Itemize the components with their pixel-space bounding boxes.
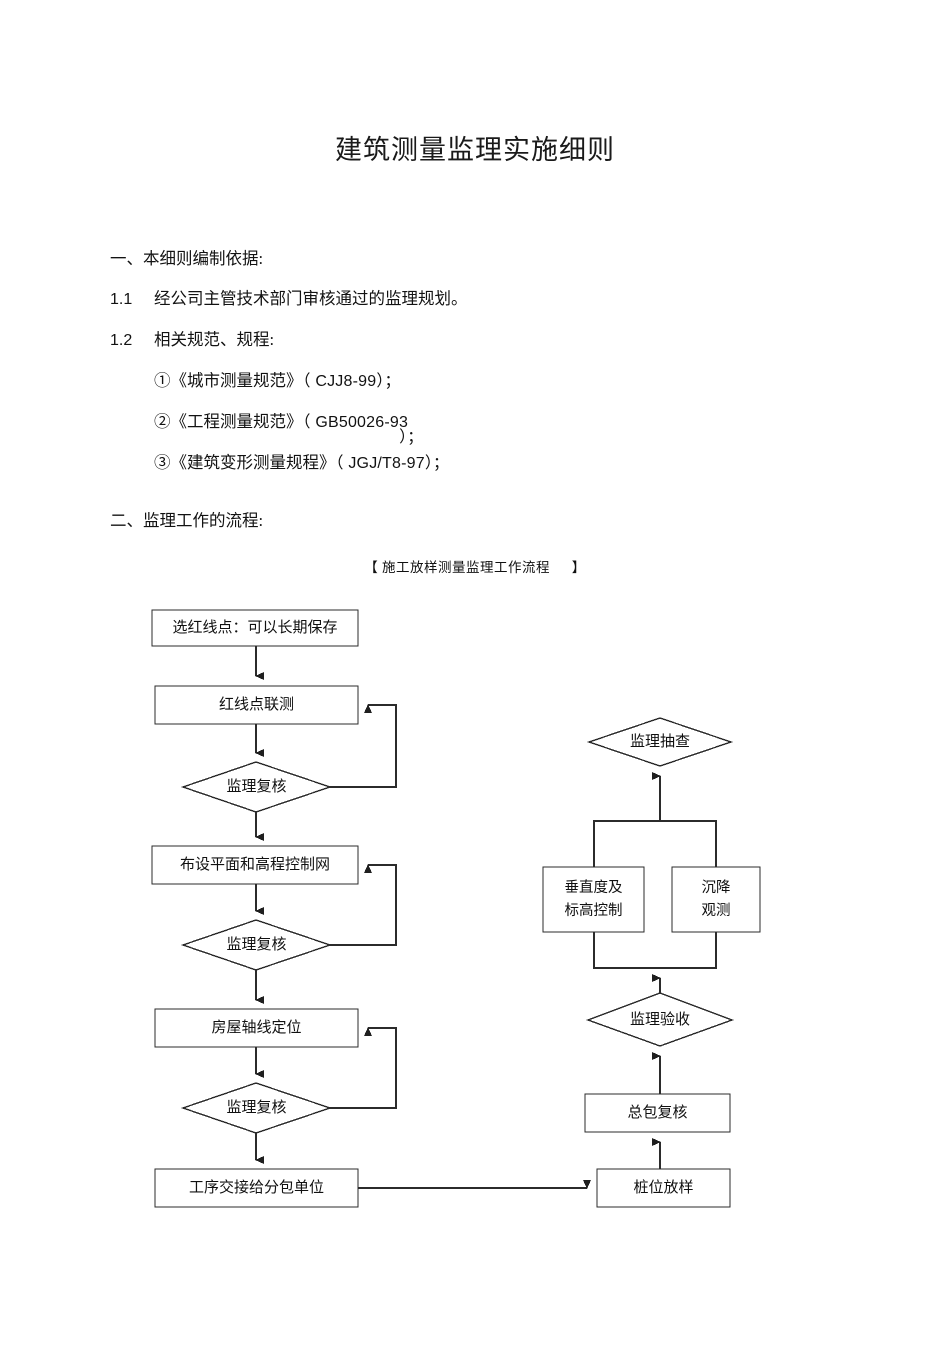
branch-bracket-upper	[593, 820, 717, 867]
standard-item-2: ②《工程测量规范》（ GB50026-93）；	[110, 411, 870, 446]
clause-1-2-number: 1.2	[110, 332, 133, 349]
standard-item-3: ③《建筑变形测量规程》（ JGJ/T8-97）；	[110, 452, 870, 475]
standard-item-1-code: （ CJJ8-99）；	[302, 373, 401, 390]
node-label-supervision-spot-check: 监理抽查	[629, 733, 690, 750]
node-label-pile-position-setting-out: 桩位放样	[633, 1179, 694, 1196]
standard-item-2-marker: ②	[154, 412, 171, 431]
clause-1-1-number: 1.1	[110, 291, 133, 308]
node-label-layout-control-network: 布设平面和高程控制网	[179, 856, 330, 873]
section-heading-one: 一、本细则编制依据:	[110, 248, 870, 270]
clause-1-1: 1.1 经公司主管技术部门审核通过的监理规划。	[110, 288, 870, 311]
node-label-verticality-line1: 垂直度及	[564, 879, 623, 896]
clause-1-2-text: 相关规范、规程:	[154, 330, 275, 349]
standard-item-1: ①《城市测量规范》（ CJJ8-99）；	[110, 370, 870, 393]
standard-item-1-marker: ①	[154, 371, 171, 390]
clause-1-2: 1.2 相关规范、规程:	[110, 329, 870, 352]
node-label-settlement-line1: 沉降	[701, 879, 731, 896]
branch-bracket-lower	[593, 932, 717, 969]
node-label-settlement-line2: 观测	[701, 902, 731, 919]
node-label-verticality-line2: 标高控制	[564, 902, 623, 919]
node-label-supervision-acceptance: 监理验收	[629, 1011, 690, 1028]
node-label-general-contractor-review: 总包复核	[627, 1104, 688, 1121]
section-heading-two: 二、监理工作的流程:	[110, 511, 264, 530]
section-heading-one-text: 一、本细则编制依据:	[110, 249, 264, 268]
node-label-red-line-joint-survey: 红线点联测	[218, 696, 294, 713]
document-body: 一、本细则编制依据: 1.1 经公司主管技术部门审核通过的监理规划。 1.2 相关规…	[110, 248, 870, 493]
node-label-select-red-line-point: 选红线点：可以长期保存	[172, 619, 338, 636]
clause-1-1-text: 经公司主管技术部门审核通过的监理规划。	[154, 289, 468, 308]
flowchart-caption: 【 施工放样测量监理工作流程 】	[364, 560, 586, 575]
standard-item-1-name: 《城市测量规范》	[170, 371, 303, 390]
standard-item-2-name: 《工程测量规范》	[170, 412, 303, 431]
node-label-settlement-observation: 沉降 观测	[672, 867, 760, 932]
standard-item-2-code: （ GB50026-93	[302, 414, 409, 431]
node-label-supervision-review-3: 监理复核	[226, 1099, 287, 1116]
node-label-verticality-elevation-control: 垂直度及 标高控制	[543, 867, 644, 932]
node-label-handover-to-subcontractor: 工序交接给分包单位	[188, 1179, 324, 1196]
standard-item-2-code-suffix: ）；	[399, 429, 424, 446]
node-label-supervision-review-2: 监理复核	[226, 936, 287, 953]
standard-item-3-code: （ JGJ/T8-97）；	[335, 455, 450, 472]
page-title: 建筑测量监理实施细则	[335, 135, 615, 165]
node-label-building-axis-positioning: 房屋轴线定位	[211, 1019, 302, 1036]
node-label-supervision-review-1: 监理复核	[226, 778, 287, 795]
standard-item-3-marker: ③	[154, 453, 171, 472]
standard-item-3-name: 《建筑变形测量规程》	[170, 453, 336, 472]
